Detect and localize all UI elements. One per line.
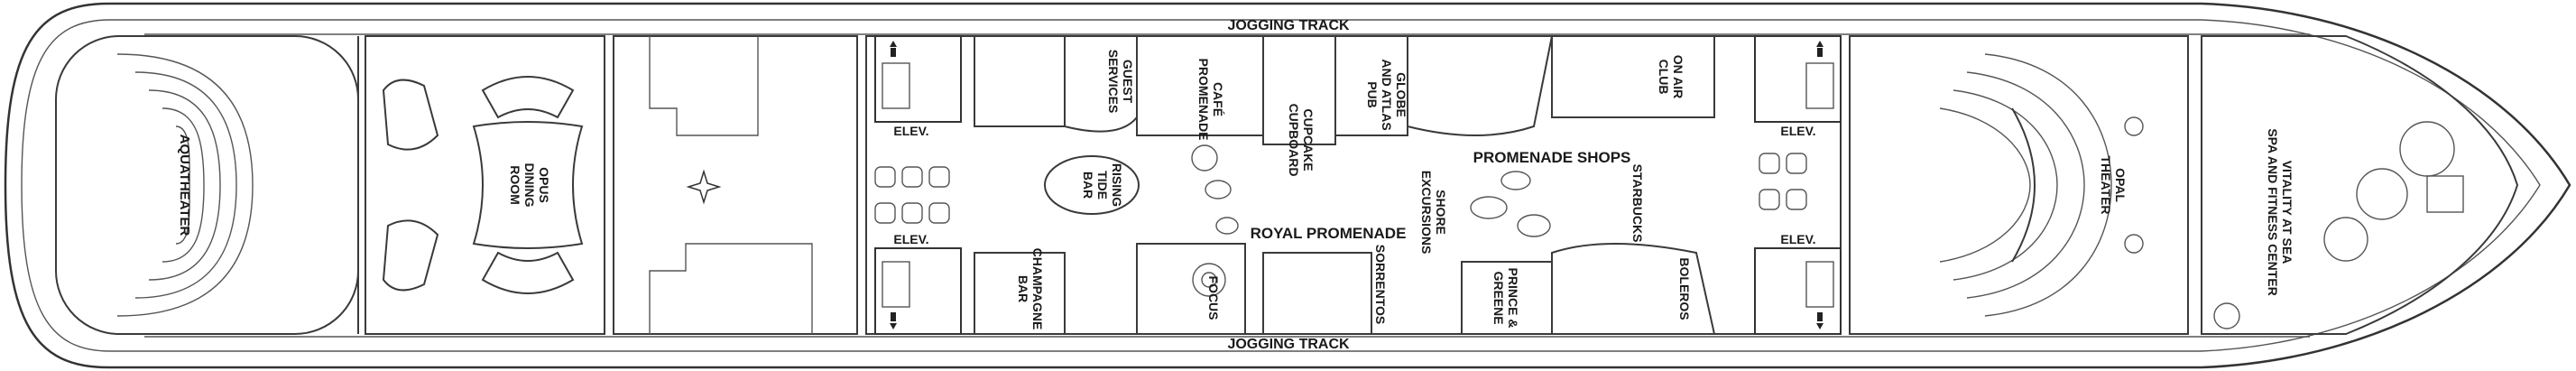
guest-services-label: GUEST SERVICES xyxy=(1106,50,1135,114)
focus-label: FOCUS xyxy=(1206,276,1221,320)
svg-text:GLOBE: GLOBE xyxy=(1394,72,1408,117)
elevator-label-2: ELEV. xyxy=(893,232,928,246)
svg-text:DINING: DINING xyxy=(522,163,537,208)
svg-text:TIDE: TIDE xyxy=(1095,171,1110,199)
elevator-label-3: ELEV. xyxy=(1780,124,1815,138)
vitality-spa-label: VITALITY AT SEA SPA AND FITNESS CENTER xyxy=(2266,128,2294,295)
prince-greene-label: PRINCE & GREENE xyxy=(1491,268,1520,329)
jogging-track-bottom-label: JOGGING TRACK xyxy=(1227,337,1350,352)
svg-text:RISING: RISING xyxy=(1110,163,1124,207)
svg-text:CHAMPAGNE: CHAMPAGNE xyxy=(1030,248,1045,330)
svg-text:PUB: PUB xyxy=(1365,81,1380,108)
rising-tide-bar-label: RISING TIDE BAR xyxy=(1081,163,1124,207)
svg-text:SPA AND FITNESS CENTER: SPA AND FITNESS CENTER xyxy=(2266,128,2280,295)
elevator-label-1: ELEV. xyxy=(893,124,928,138)
starbucks-label: STARBUCKS xyxy=(1630,164,1645,243)
svg-text:OPUS: OPUS xyxy=(537,167,551,203)
elevator-bank-2 xyxy=(874,247,962,335)
elevator-bank-1 xyxy=(874,35,962,123)
svg-text:THEATER: THEATER xyxy=(2099,155,2113,214)
svg-text:CAFÉ: CAFÉ xyxy=(1211,82,1225,116)
svg-text:ON AIR: ON AIR xyxy=(1671,55,1685,98)
svg-text:AND ATLAS: AND ATLAS xyxy=(1380,59,1394,130)
svg-text:GUEST: GUEST xyxy=(1121,60,1135,104)
cupcake-cupboard-label: CUPCAKE CUPBOARD xyxy=(1287,104,1316,177)
elevator-icon xyxy=(890,312,897,329)
hull-inner-line xyxy=(21,19,2541,352)
svg-text:OPAL: OPAL xyxy=(2113,168,2128,202)
rising-tide-bar-ellipse xyxy=(1044,155,1140,215)
opus-label: OPUS DINING ROOM xyxy=(508,163,551,208)
opal-theater-area xyxy=(1849,35,2189,335)
elevator-icon xyxy=(890,41,897,57)
elevator-icon xyxy=(1816,41,1824,57)
cafe-promenade-label: CAFÉ PROMENADE xyxy=(1196,58,1225,140)
on-air-club-label: ON AIR CLUB xyxy=(1657,55,1685,98)
svg-text:SERVICES: SERVICES xyxy=(1106,50,1121,114)
elevator-icon xyxy=(1816,312,1824,329)
promenade-block xyxy=(865,35,1842,335)
svg-text:GREENE: GREENE xyxy=(1491,271,1506,324)
svg-text:EXCURSIONS: EXCURSIONS xyxy=(1419,171,1434,255)
svg-text:CLUB: CLUB xyxy=(1657,60,1671,95)
jogging-track-top-label: JOGGING TRACK xyxy=(1227,18,1350,33)
svg-text:BAR: BAR xyxy=(1016,275,1030,302)
opus-dining-room-area xyxy=(365,35,605,335)
svg-text:PRINCE &: PRINCE & xyxy=(1506,268,1520,329)
vitality-spa-area xyxy=(2201,35,2519,335)
staircase-icon xyxy=(1192,263,1226,297)
svg-text:CUPCAKE: CUPCAKE xyxy=(1301,108,1316,171)
opal-theater-label: OPAL THEATER xyxy=(2099,155,2128,214)
elevator-bank-4 xyxy=(1754,247,1842,335)
svg-text:PROMENADE: PROMENADE xyxy=(1196,58,1211,140)
svg-text:CUPBOARD: CUPBOARD xyxy=(1287,104,1301,177)
boleros-label: BOLEROS xyxy=(1677,257,1692,320)
shore-excursions-label: SHORE EXCURSIONS xyxy=(1419,171,1448,255)
sorrentos-label: SORRENTOS xyxy=(1373,245,1388,324)
ship-hull xyxy=(4,2,2571,369)
svg-text:VITALITY AT SEA: VITALITY AT SEA xyxy=(2280,161,2294,264)
champagne-bar-label: CHAMPAGNE BAR xyxy=(1016,248,1045,330)
svg-text:ROOM: ROOM xyxy=(508,165,522,205)
svg-text:SHORE: SHORE xyxy=(1434,190,1448,235)
globe-atlas-pub-label: GLOBE AND ATLAS PUB xyxy=(1365,59,1408,130)
center-hall-area xyxy=(613,35,858,335)
promenade-shops-label: PROMENADE SHOPS xyxy=(1473,149,1631,166)
aquatheater-label: AQUATHEATER xyxy=(177,134,192,237)
aquatheater-area xyxy=(55,35,359,335)
compass-star-icon xyxy=(686,169,722,205)
svg-text:BAR: BAR xyxy=(1081,172,1095,199)
royal-promenade-label: ROYAL PROMENADE xyxy=(1251,225,1407,242)
elevator-bank-3 xyxy=(1754,35,1842,123)
elevator-label-4: ELEV. xyxy=(1780,232,1815,246)
